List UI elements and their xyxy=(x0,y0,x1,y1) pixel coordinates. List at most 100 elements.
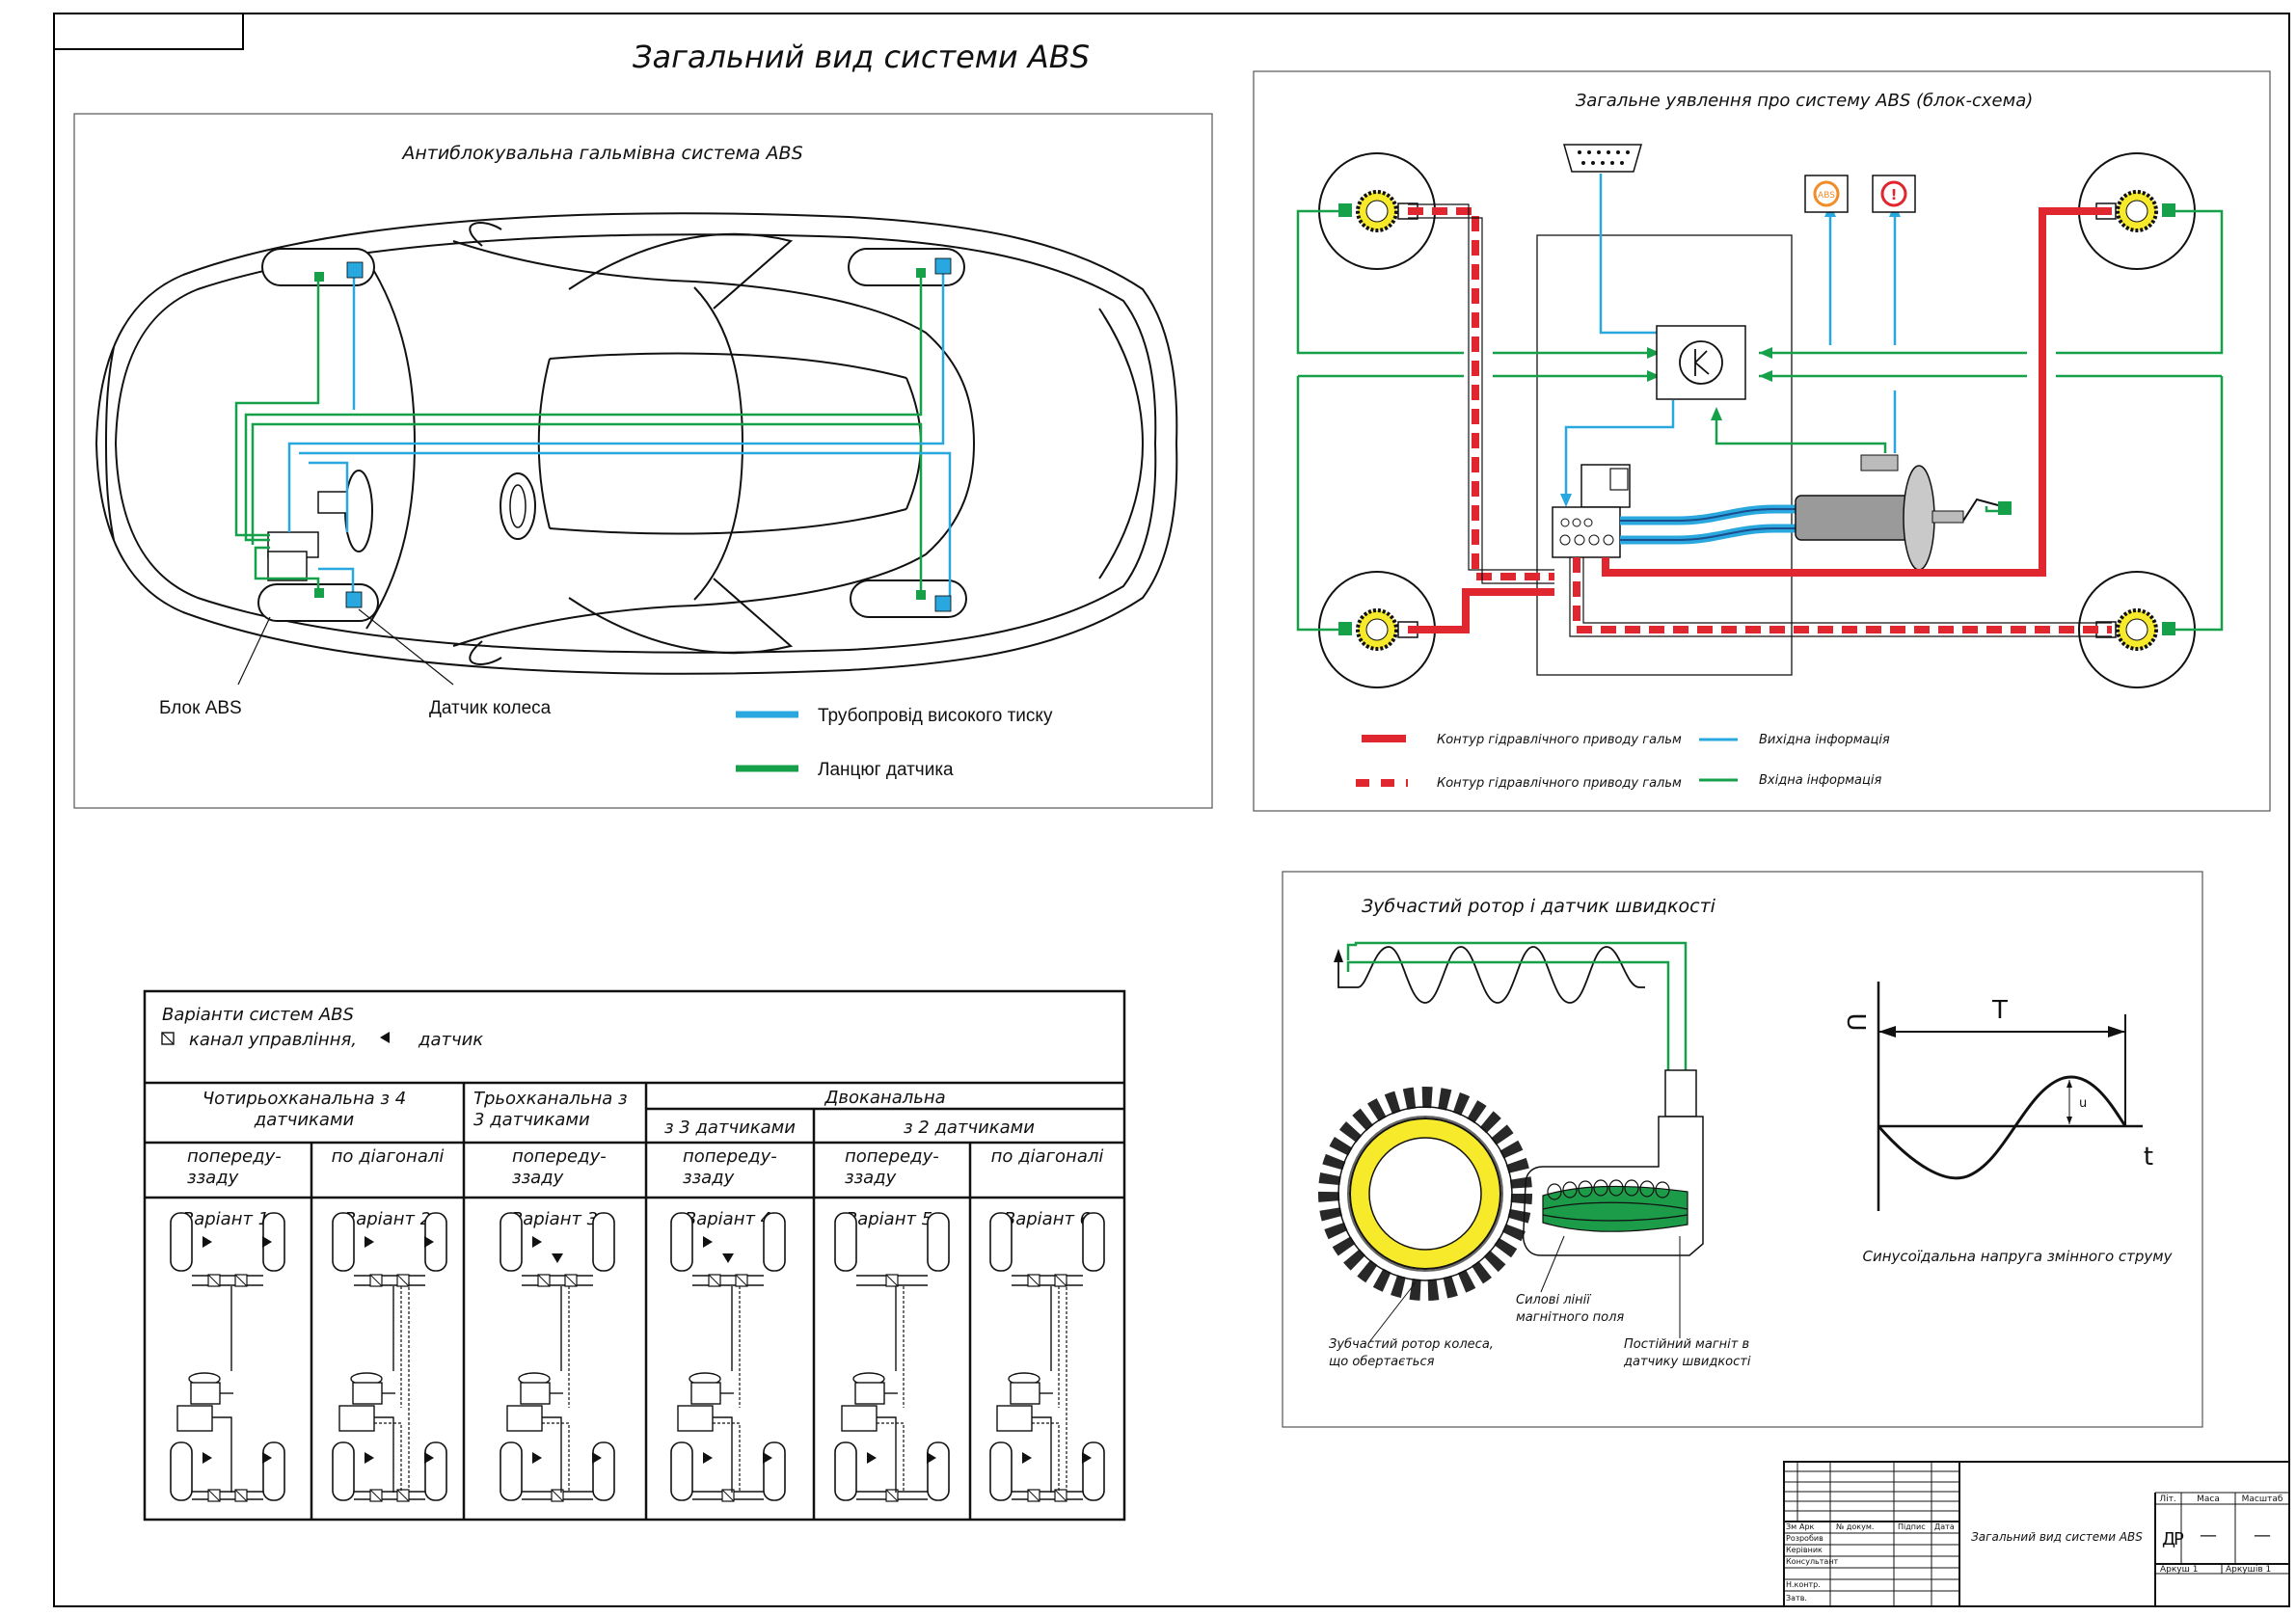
label-magnet-line2: датчику швидкості xyxy=(1623,1355,1751,1369)
panel-speed-sensor: Зубчастий ротор і датчик швидкості xyxy=(1282,871,2203,1428)
panel-abs-title: Антиблокувальна гальмівна система ABS xyxy=(400,143,802,164)
variant-name-5: Варіант 5 xyxy=(846,1209,932,1229)
scheme-wheel xyxy=(989,1441,1013,1501)
scheme-wheel xyxy=(927,1441,950,1501)
master-cylinder-icon xyxy=(317,491,348,514)
layout-5: попереду-ззаду xyxy=(845,1146,939,1188)
label-field-line1: Силові лінії xyxy=(1516,1293,1591,1307)
scheme-wheel xyxy=(332,1441,355,1501)
group-three-channel: Трьохканальна з 3 датчиками xyxy=(473,1089,628,1130)
label-wheel-sensor: Датчик колеса xyxy=(429,698,552,718)
high-pressure-lines xyxy=(287,265,952,598)
scheme-wheel xyxy=(1082,1441,1105,1501)
legend-label-pressure: Трубопровід високого тиску xyxy=(818,706,1053,726)
tb-role-5: Н.контр. xyxy=(1786,1580,1821,1589)
variants-header: Варіанти систем ABS xyxy=(162,1005,354,1025)
panel-abs-frame xyxy=(73,113,1213,809)
tb-col-sign: Підпис xyxy=(1898,1522,1926,1531)
bd-wheel-rr xyxy=(2078,571,2196,688)
label-field-line2: магнітного поля xyxy=(1516,1310,1624,1325)
variants-table: Варіанти систем ABS канал управління, да… xyxy=(143,989,1126,1522)
layout-1: попереду-ззаду xyxy=(187,1146,282,1188)
corner-stamp-box xyxy=(53,13,244,50)
brake-booster-icon xyxy=(344,470,373,552)
tb-lit-p: Р xyxy=(2174,1529,2184,1549)
panel-sensor-frame xyxy=(1282,871,2203,1428)
brake-warning-lamp-icon: ! xyxy=(1872,175,1916,213)
layout-2: по діагоналі xyxy=(331,1146,445,1167)
tb-role-6: Затв. xyxy=(1786,1594,1807,1603)
tb-lit-d: Д xyxy=(2162,1529,2175,1549)
channel-legend-icon xyxy=(161,1032,175,1045)
scheme-wheel xyxy=(763,1441,786,1501)
toothed-rotor-icon xyxy=(1318,1087,1532,1301)
scheme-wheel xyxy=(1082,1212,1105,1272)
panel-abs-car: Антиблокувальна гальмівна система ABS xyxy=(73,113,1213,809)
bd-hydraulic-dashed xyxy=(1408,207,2112,633)
variant-name-1: Варіант 1 xyxy=(182,1209,269,1229)
variant-name-2: Варіант 2 xyxy=(344,1209,431,1229)
layout-4: попереду-ззаду xyxy=(683,1146,777,1188)
variant-name-3: Варіант 3 xyxy=(511,1209,598,1229)
title-block: Зм Арк № докум. Підпис Дата Розробив Кер… xyxy=(1783,1461,2290,1607)
label-magnet-line1: Постійний магніт в xyxy=(1624,1337,1749,1352)
scheme-wheel xyxy=(834,1212,857,1272)
variant-scheme-4 xyxy=(670,1212,786,1502)
obd-connector-icon xyxy=(1563,144,1642,173)
car-wheels xyxy=(257,248,967,622)
period-label: T xyxy=(1991,996,2008,1025)
axis-t-label: t xyxy=(2144,1143,2153,1172)
scheme-wheel xyxy=(332,1212,355,1272)
variant-scheme-5 xyxy=(834,1212,950,1502)
axis-u-label: U xyxy=(1841,1012,1870,1031)
variant-scheme-3 xyxy=(500,1212,615,1502)
legend-label-sensor: Ланцюг датчика xyxy=(818,760,954,780)
block-diagram-wheels xyxy=(1318,152,2196,688)
bd-hydraulic-modulator xyxy=(1552,464,1631,558)
bd-legend-label-dashed: Контур гідравлічного приводу гальм xyxy=(1437,776,1682,791)
scheme-wheel xyxy=(170,1212,193,1272)
scheme-wheel xyxy=(500,1212,523,1272)
bd-master-cylinder xyxy=(1795,454,1999,571)
legend-sensor: датчик xyxy=(418,1030,483,1050)
svg-text:!: ! xyxy=(1891,186,1898,203)
tb-lit: Літ. xyxy=(2159,1495,2175,1504)
sensor-circuit-lines xyxy=(234,273,923,596)
variant-scheme-6 xyxy=(989,1212,1105,1502)
sine-voltage-graph: U T u t xyxy=(1841,982,2153,1211)
variant-name-6: Варіант 6 xyxy=(1004,1209,1091,1229)
layout-3: попереду-ззаду xyxy=(512,1146,607,1188)
bd-input-lines xyxy=(1296,209,2224,632)
variant-scheme-2 xyxy=(332,1212,447,1502)
bd-output-lines xyxy=(1564,174,1897,494)
group-four-channel: Чотирьохканальна з 4 датчиками xyxy=(202,1089,407,1130)
bd-wheel-rl xyxy=(2078,152,2196,270)
tb-scale: Масштаб xyxy=(2242,1495,2283,1504)
panel-block-diagram: Загальне уявлення про систему ABS (блок-… xyxy=(1253,70,2271,812)
layout-6: по діагоналі xyxy=(990,1146,1104,1167)
legend-channel: канал управління, xyxy=(189,1030,357,1050)
speed-sensor-body xyxy=(1522,1069,1704,1256)
tb-role-2: Керівник xyxy=(1786,1546,1823,1554)
ecu-chip-icon xyxy=(1679,340,1723,385)
label-rotor-line1: Зубчастий ротор колеса, xyxy=(1329,1337,1494,1352)
tb-col-doc: № докум. xyxy=(1836,1522,1874,1531)
scheme-wheel xyxy=(670,1441,693,1501)
tb-role-1: Розробив xyxy=(1786,1534,1823,1543)
amplitude-label: u xyxy=(2079,1096,2087,1111)
scheme-wheel xyxy=(834,1441,857,1501)
scheme-wheel xyxy=(170,1441,193,1501)
tb-col-ark: Арк xyxy=(1799,1522,1815,1531)
subgroup-three-sensors: з 3 датчиками xyxy=(664,1118,796,1138)
car-outline xyxy=(95,212,1178,675)
abs-warning-lamp-icon: ABS xyxy=(1804,175,1849,213)
variant-schemes xyxy=(170,1212,1105,1502)
steering-wheel-icon xyxy=(500,472,536,540)
sine-caption: Синусоїдальна напруга змінного струму xyxy=(1863,1248,2174,1265)
sheet-frame xyxy=(53,13,2290,1607)
variant-scheme-1 xyxy=(170,1212,285,1502)
tb-role-3: Консультант xyxy=(1786,1557,1839,1566)
scheme-wheel xyxy=(262,1441,285,1501)
scheme-wheel xyxy=(763,1212,786,1272)
